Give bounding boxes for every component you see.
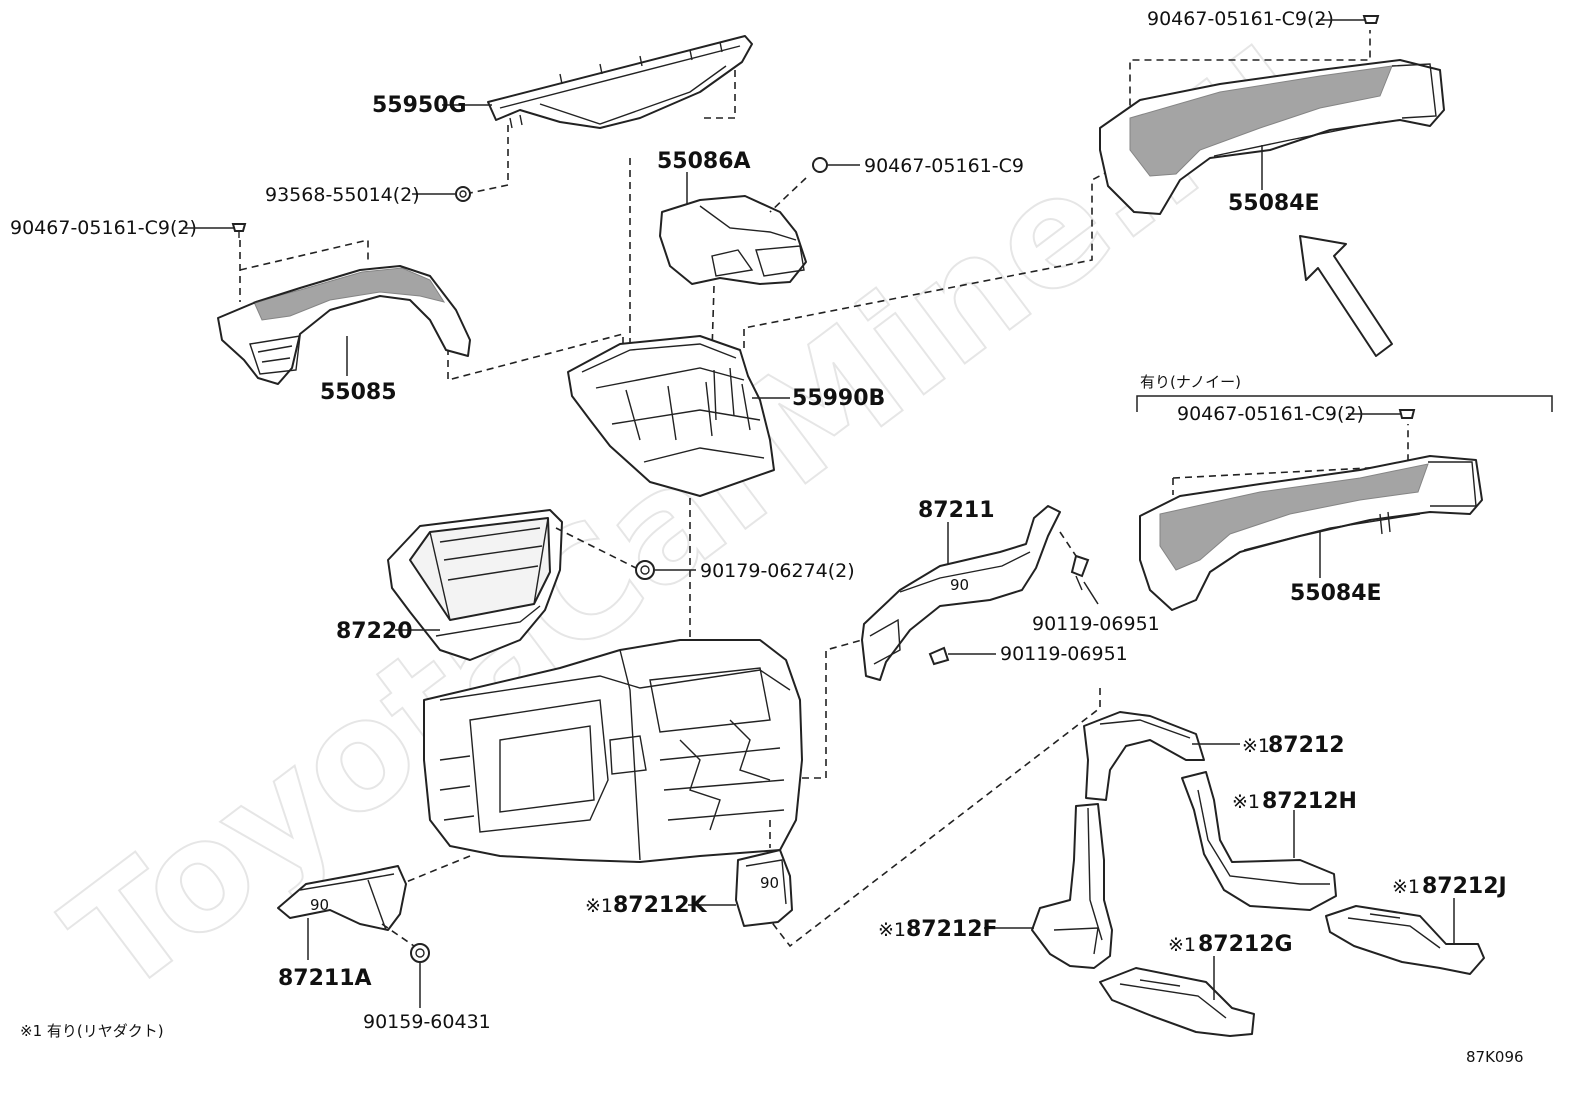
label-90159: 90159-60431 (363, 1011, 491, 1033)
label-87212G: 87212G (1198, 932, 1293, 957)
variant-bracket (1136, 395, 1553, 412)
view-arrow (1299, 235, 1393, 357)
stamp-87211A: 90 (310, 896, 329, 914)
clip-90467-topright[interactable] (1362, 15, 1380, 24)
label-90467-right: 90467-05161-C9(2) (1177, 403, 1364, 425)
label-87212F: 87212F (906, 917, 998, 942)
label-55950G: 55950G (372, 93, 467, 118)
clip-90467-right[interactable] (1398, 409, 1416, 419)
bolt-90119-b[interactable] (928, 646, 950, 666)
clip-90179[interactable] (635, 560, 655, 580)
label-55085: 55085 (320, 380, 397, 405)
dash-55950G-right (700, 70, 736, 119)
label-55086A: 55086A (657, 149, 751, 174)
label-87212H: 87212H (1262, 789, 1357, 814)
label-55990B: 55990B (792, 386, 885, 411)
part-87212K[interactable]: 90 (735, 849, 793, 927)
dash-87211-bolt (1059, 531, 1077, 557)
mark-87212G: ※1 (1168, 934, 1196, 956)
bolt-90159[interactable] (410, 943, 430, 963)
part-87212G[interactable] (1099, 967, 1255, 1037)
clip-90467-left[interactable] (231, 223, 247, 238)
label-55084E-bottom: 55084E (1290, 581, 1382, 606)
label-90179: 90179-06274(2) (700, 560, 855, 582)
part-87212[interactable] (1083, 711, 1205, 801)
part-55084E-top[interactable] (1099, 59, 1445, 215)
part-55990B[interactable] (567, 335, 775, 497)
leader-90119-a (1083, 581, 1099, 605)
mark-87212H: ※1 (1232, 791, 1260, 813)
part-87212J[interactable] (1325, 905, 1485, 975)
clip-90467-mid[interactable] (812, 157, 828, 173)
part-87211A[interactable]: 90 (277, 865, 407, 931)
stamp-87211: 90 (950, 576, 969, 594)
bolt-90119-a[interactable] (1070, 554, 1090, 591)
part-87212H[interactable] (1181, 771, 1337, 911)
mark-87212F: ※1 (878, 919, 906, 941)
label-87211: 87211 (918, 498, 995, 523)
dash-55990B-duct (743, 30, 1371, 348)
label-90467-left: 90467-05161-C9(2) (10, 217, 197, 239)
part-87212F[interactable] (1031, 803, 1113, 969)
label-87211A: 87211A (278, 966, 372, 991)
label-90119-a: 90119-06951 (1032, 613, 1160, 635)
label-93568: 93568-55014(2) (265, 184, 420, 206)
dash-unit-87211A (405, 855, 471, 883)
mark-87212J: ※1 (1392, 876, 1420, 898)
label-87212K: 87212K (613, 893, 708, 918)
mark-87212K: ※1 (585, 895, 613, 917)
label-87220: 87220 (336, 619, 413, 644)
dash-55950G-clip (469, 125, 509, 194)
clip-93568[interactable] (455, 186, 471, 202)
part-55085[interactable] (217, 265, 471, 385)
footnote: ※1 有り(リヤダクト) (20, 1022, 164, 1040)
label-90119-b: 90119-06951 (1000, 643, 1128, 665)
part-55950G[interactable] (487, 35, 753, 129)
label-90467-mid: 90467-05161-C9 (864, 155, 1024, 177)
part-87211[interactable]: 90 (861, 505, 1061, 681)
label-variant-note: 有り(ナノイー) (1140, 373, 1241, 391)
label-87212: 87212 (1268, 733, 1345, 758)
part-hvac-unit[interactable] (423, 639, 803, 863)
mark-87212: ※1 (1242, 735, 1270, 757)
stamp-87212K: 90 (760, 874, 779, 892)
dash-87211A-bolt (381, 923, 415, 947)
dash-55086A-clip (769, 177, 807, 213)
diagram-code: 87K096 (1466, 1048, 1524, 1066)
label-87212J: 87212J (1422, 874, 1507, 899)
part-55084E-bottom[interactable] (1139, 455, 1483, 611)
label-90467-topright: 90467-05161-C9(2) (1147, 8, 1334, 30)
dash-87220-clip (555, 527, 637, 569)
part-87220[interactable] (387, 509, 563, 661)
label-55084E-top: 55084E (1228, 191, 1320, 216)
dash-55084E-bottom (1172, 424, 1409, 495)
dash-unit-right (802, 639, 863, 779)
part-55086A[interactable] (659, 195, 807, 285)
